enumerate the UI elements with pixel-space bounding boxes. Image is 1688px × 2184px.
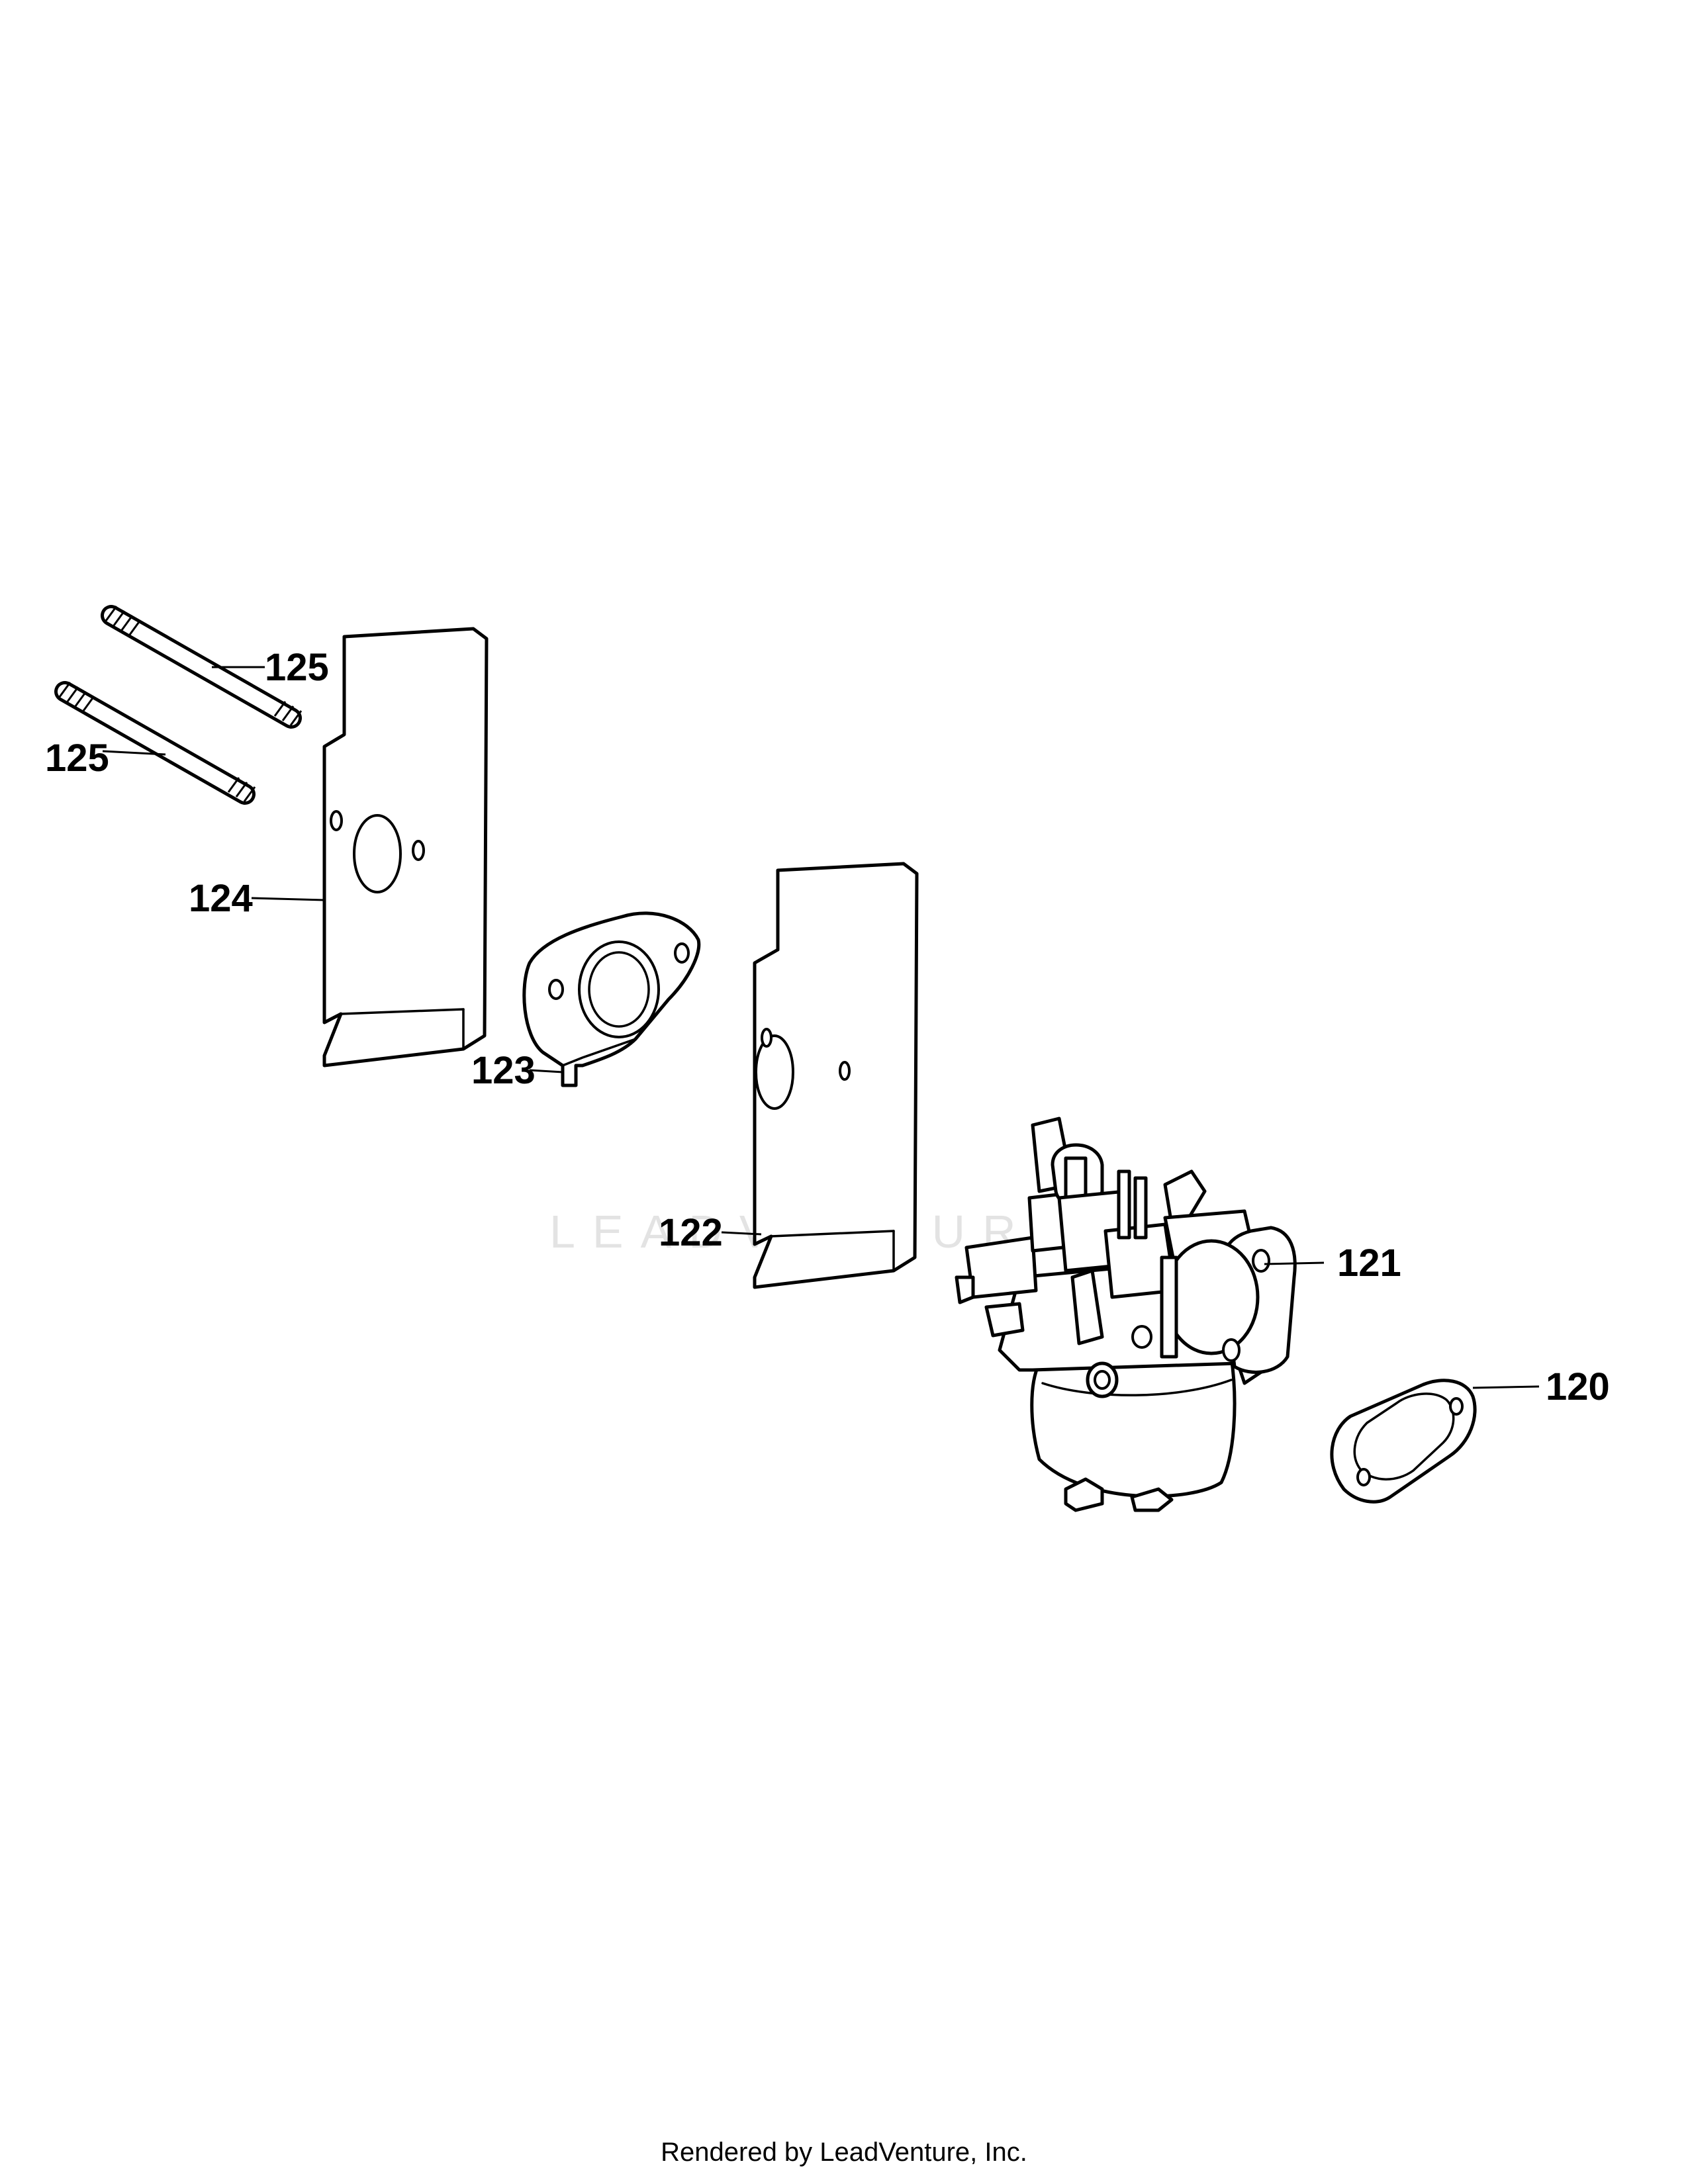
leader-lines (102, 666, 1540, 1389)
carburetor-bolt-hole-upper (1252, 1249, 1270, 1273)
leader-123 (529, 1069, 563, 1073)
gasket-120[interactable] (1330, 1379, 1477, 1504)
shield-122-bolt-hole-left (761, 1028, 773, 1048)
callout-124[interactable]: 124 (189, 877, 253, 920)
callout-121[interactable]: 121 (1337, 1242, 1401, 1285)
callout-120[interactable]: 120 (1546, 1365, 1610, 1408)
spacer-123[interactable] (522, 911, 701, 1087)
footer-credit: Rendered by LeadVenture, Inc. (661, 2138, 1027, 2167)
carburetor-bolt-hole-side (1131, 1325, 1152, 1349)
gasket-120-bolt-hole-right (1449, 1397, 1464, 1416)
callout-125-lower[interactable]: 125 (45, 737, 109, 780)
carburetor-bolt-hole-lower (1222, 1338, 1241, 1362)
spacer-123-bolt-hole-left (548, 979, 564, 1000)
heat-shield-124[interactable] (322, 627, 489, 1068)
callout-123[interactable]: 123 (471, 1049, 536, 1092)
carburetor-121[interactable] (955, 1116, 1297, 1512)
stud-125-lower[interactable] (54, 681, 256, 805)
shield-122-port (755, 1034, 794, 1110)
heat-shield-122[interactable] (753, 862, 919, 1289)
shield-124-bolt-hole-right (412, 840, 425, 861)
leader-121 (1264, 1261, 1325, 1265)
shield-124-bolt-hole-left (330, 810, 343, 831)
stud-125-upper[interactable] (101, 605, 303, 729)
gasket-120-bolt-hole-left (1356, 1468, 1371, 1486)
shield-122-bolt-hole-right (839, 1061, 851, 1081)
leader-120 (1472, 1385, 1540, 1389)
callout-125-upper[interactable]: 125 (265, 646, 329, 689)
callout-122[interactable]: 122 (659, 1211, 723, 1254)
spacer-123-bore (578, 940, 660, 1038)
callout-labels: 125 125 124 123 122 121 120 (45, 646, 1610, 1408)
leader-124 (251, 897, 325, 901)
leader-125-lower (102, 750, 166, 756)
spacer-123-bolt-hole-right (674, 942, 690, 964)
leader-122 (721, 1231, 762, 1236)
shield-124-port (353, 814, 402, 893)
